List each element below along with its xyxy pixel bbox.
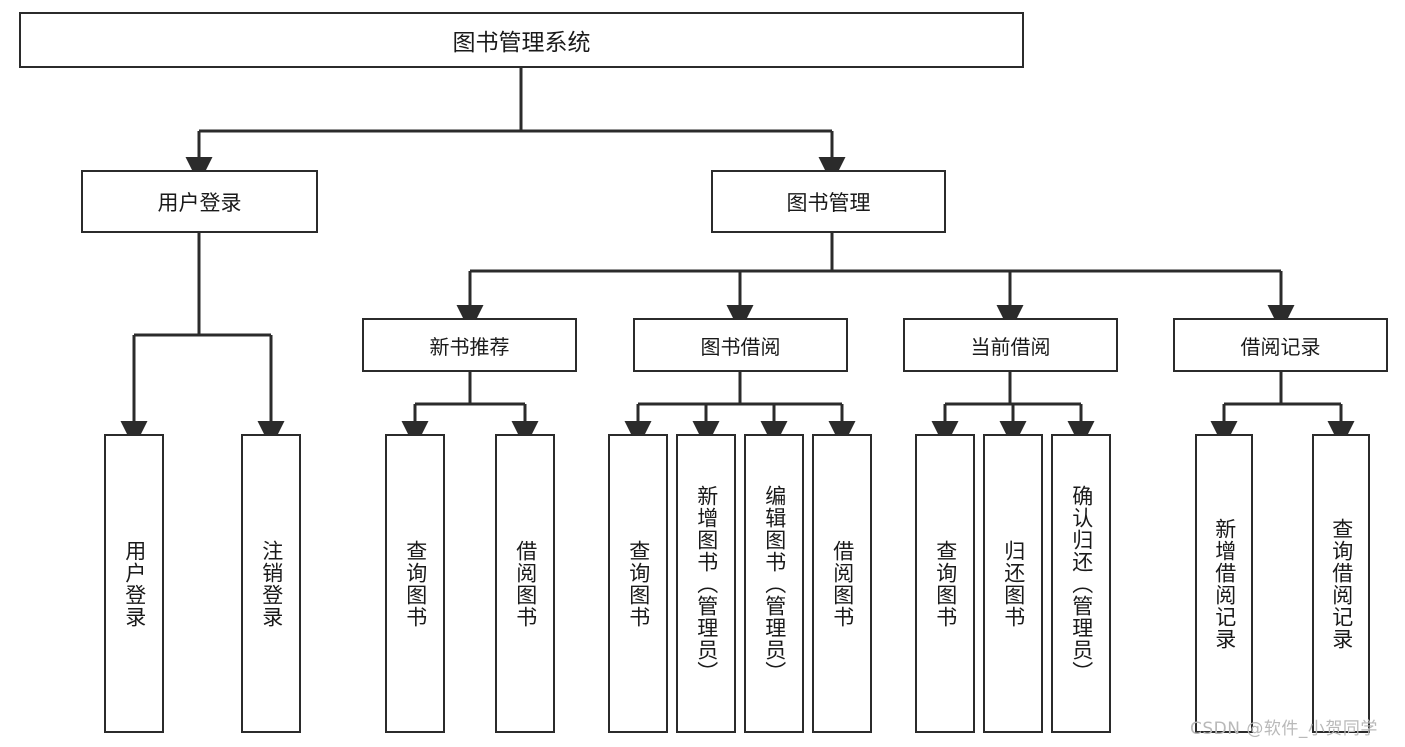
leaf-label: 借阅图书 — [513, 539, 538, 628]
node-label: 图书管理系统 — [452, 30, 591, 56]
node-book-borrow[interactable]: 图书借阅 — [633, 318, 848, 372]
leaf-label: 归还图书 — [1001, 539, 1026, 628]
node-current-borrow[interactable]: 当前借阅 — [903, 318, 1118, 372]
leaf-user-logout[interactable]: 注销登录 — [241, 434, 301, 733]
leaf-label: 查询图书 — [403, 539, 428, 628]
leaf-borrow-book-recommend[interactable]: 借阅图书 — [495, 434, 555, 733]
leaf-label: 新增借阅记录 — [1212, 517, 1237, 650]
node-label: 借阅记录 — [1240, 334, 1321, 359]
leaf-query-book-current[interactable]: 查询图书 — [915, 434, 975, 733]
leaf-user-login[interactable]: 用户登录 — [104, 434, 164, 733]
leaf-edit-book-admin[interactable]: 编辑图书（管理员） — [744, 434, 804, 733]
leaf-query-book-recommend[interactable]: 查询图书 — [385, 434, 445, 733]
leaf-add-book-admin[interactable]: 新增图书（管理员） — [676, 434, 736, 733]
leaf-borrow-book[interactable]: 借阅图书 — [812, 434, 872, 733]
leaf-label: 查询图书 — [626, 539, 651, 628]
leaf-return-book[interactable]: 归还图书 — [983, 434, 1043, 733]
leaf-query-borrow-record[interactable]: 查询借阅记录 — [1312, 434, 1370, 733]
leaf-label: 确认归还（管理员） — [1069, 484, 1094, 683]
node-label: 图书管理 — [786, 190, 871, 215]
node-label: 图书借阅 — [700, 334, 781, 359]
node-root-system[interactable]: 图书管理系统 — [19, 12, 1024, 68]
leaf-query-book-borrow[interactable]: 查询图书 — [608, 434, 668, 733]
watermark: CSDN @软件_小贺同学 — [1190, 719, 1378, 739]
leaf-confirm-return-admin[interactable]: 确认归还（管理员） — [1051, 434, 1111, 733]
node-user-login[interactable]: 用户登录 — [81, 170, 318, 233]
leaf-label: 编辑图书（管理员） — [762, 484, 787, 683]
node-label: 用户登录 — [157, 190, 242, 215]
node-new-book-recommend[interactable]: 新书推荐 — [362, 318, 577, 372]
leaf-label: 查询借阅记录 — [1329, 517, 1354, 650]
node-borrow-record[interactable]: 借阅记录 — [1173, 318, 1388, 372]
leaf-label: 新增图书（管理员） — [694, 484, 719, 683]
leaf-label: 用户登录 — [122, 539, 147, 628]
node-label: 当前借阅 — [970, 334, 1051, 359]
leaf-label: 借阅图书 — [830, 539, 855, 628]
node-book-management[interactable]: 图书管理 — [711, 170, 946, 233]
leaf-label: 查询图书 — [933, 539, 958, 628]
leaf-add-borrow-record[interactable]: 新增借阅记录 — [1195, 434, 1253, 733]
node-label: 新书推荐 — [429, 334, 510, 359]
leaf-label: 注销登录 — [259, 539, 284, 628]
